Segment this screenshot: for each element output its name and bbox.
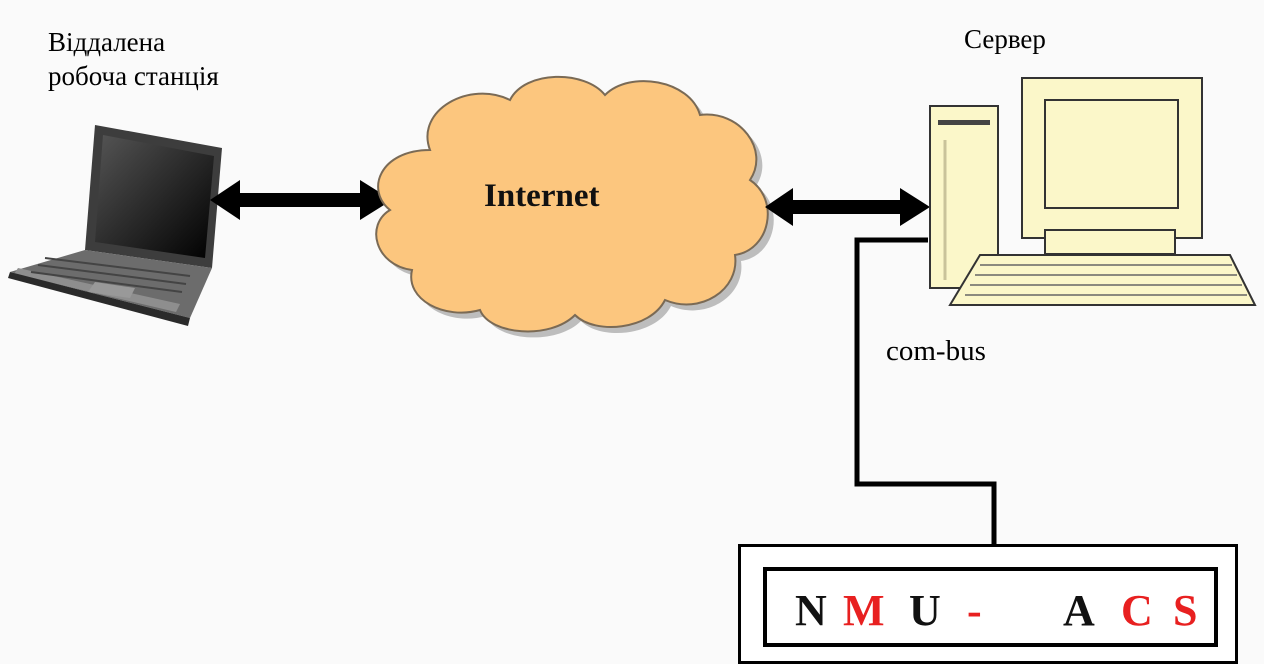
remote-workstation-line2: робоча станція: [48, 61, 219, 91]
remote-workstation-label: Віддалена робоча станція: [48, 25, 219, 93]
nmu-acs-device: N M U - A C S: [738, 544, 1238, 664]
nmu-letter: M: [843, 586, 885, 635]
nmu-letter: C: [1121, 586, 1153, 635]
nmu-acs-panel: N M U - A C S: [763, 567, 1218, 647]
nmu-letter: -: [967, 586, 982, 635]
com-bus-line: [854, 237, 997, 545]
internet-label: Internet: [484, 178, 600, 214]
remote-workstation-line1: Віддалена: [48, 27, 166, 57]
nmu-letter: N: [795, 586, 827, 635]
com-bus-label: com-bus: [886, 335, 986, 367]
double-arrow-left: [210, 180, 392, 220]
laptop-icon: [8, 125, 222, 326]
nmu-letter: S: [1173, 586, 1198, 635]
network-diagram: [8, 75, 1257, 545]
internet-cloud: [375, 75, 774, 338]
server-computer-icon: [929, 77, 1257, 306]
server-label: Сервер: [964, 24, 1046, 54]
double-arrow-right: [765, 188, 930, 226]
nmu-letter: A: [1063, 586, 1095, 635]
nmu-letter: U: [909, 586, 941, 635]
